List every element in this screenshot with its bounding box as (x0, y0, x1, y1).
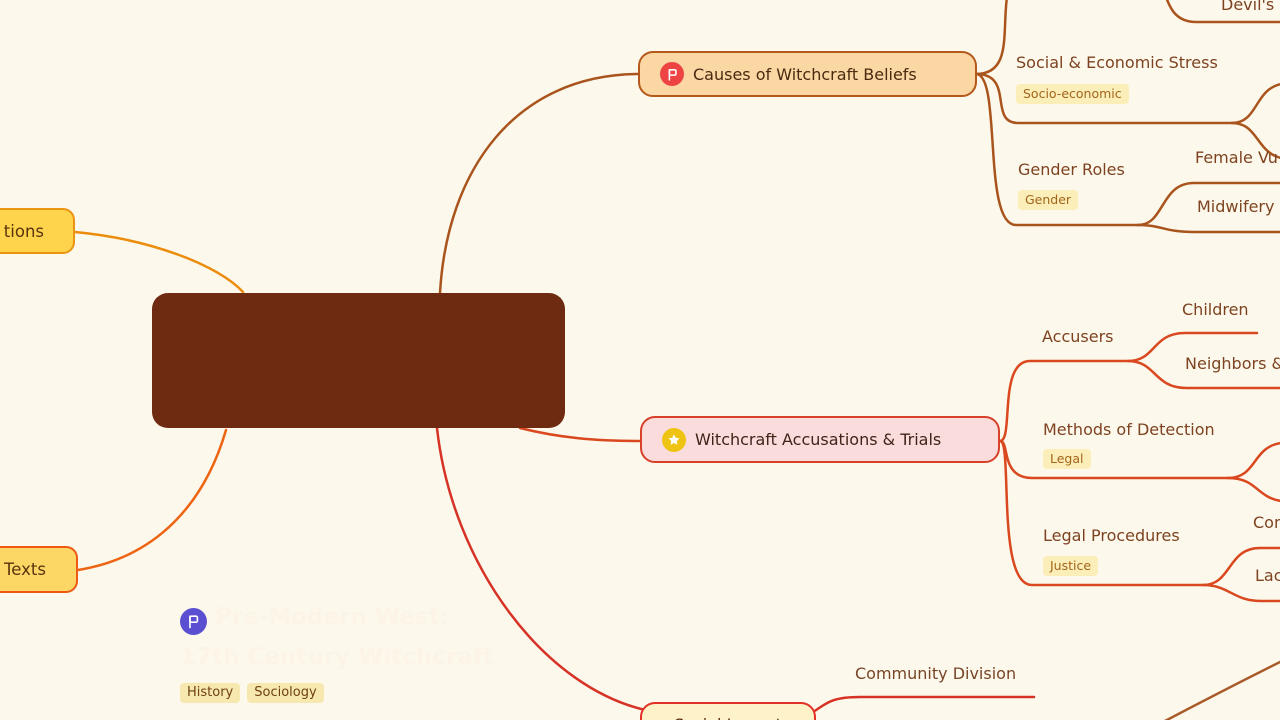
tag-sociology: Sociology (247, 683, 324, 703)
topic-left-top-label: tions (3, 221, 44, 241)
tag-gender: Gender (1018, 190, 1079, 210)
topic-causes[interactable]: Causes of Witchcraft Beliefs (638, 51, 977, 97)
tag-legal: Legal (1043, 449, 1091, 469)
subtopic-con[interactable]: Con (1253, 513, 1280, 532)
star-icon (662, 427, 686, 452)
subtopic-social-economic-stress[interactable]: Social & Economic Stress (1016, 53, 1218, 72)
accusations-branch-lines (518, 331, 1280, 603)
tag-history: History (180, 683, 241, 703)
topic-social-impact[interactable]: Social Impact (640, 702, 816, 720)
flag-icon (180, 608, 207, 635)
topic-accusations[interactable]: Witchcraft Accusations & Trials (640, 416, 1000, 463)
subtopic-accusers[interactable]: Accusers (1042, 327, 1114, 346)
offscreen-connector (1164, 660, 1280, 720)
subtopic-gender-roles[interactable]: Gender Roles (1018, 160, 1125, 179)
tag-justice: Justice (1043, 556, 1099, 576)
causes-branch-lines (438, 0, 1280, 295)
subtopic-midwifery[interactable]: Midwifery (1197, 197, 1275, 216)
subtopic-methods-of-detection[interactable]: Methods of Detection (1043, 420, 1215, 439)
subtopic-devils[interactable]: Devil's (1221, 0, 1275, 14)
topic-accusations-label: Witchcraft Accusations & Trials (695, 430, 942, 449)
topic-left-bottom-label: Texts (4, 560, 46, 579)
subtopic-neighbors[interactable]: Neighbors & (1185, 354, 1280, 373)
left-bottom-branch-line (76, 428, 228, 572)
subtopic-community-division[interactable]: Community Division (855, 664, 1017, 683)
subtopic-children[interactable]: Children (1182, 300, 1249, 319)
social-impact-branch-lines (435, 426, 1036, 714)
topic-social-impact-label: Social Impact (674, 704, 782, 720)
root-title-line1: Pre-Modern West: (215, 604, 449, 630)
tag-socio-economic: Socio-economic (1016, 84, 1129, 104)
root-title-line2: 17th Century Witchcraft (180, 644, 494, 670)
flag-icon (660, 62, 684, 86)
left-top-branch-line (73, 230, 245, 294)
subtopic-legal-procedures[interactable]: Legal Procedures (1043, 526, 1180, 545)
topic-left-bottom[interactable]: Texts (0, 546, 78, 593)
subtopic-female-vulnerability[interactable]: Female Vu (1195, 148, 1278, 167)
topic-left-top[interactable]: tions (0, 208, 75, 254)
subtopic-lac[interactable]: Lac (1255, 566, 1280, 585)
topic-causes-label: Causes of Witchcraft Beliefs (693, 64, 917, 84)
root-tags: History Sociology (180, 683, 324, 703)
root-node[interactable]: Pre-Modern West: 17th Century Witchcraft… (152, 293, 565, 703)
